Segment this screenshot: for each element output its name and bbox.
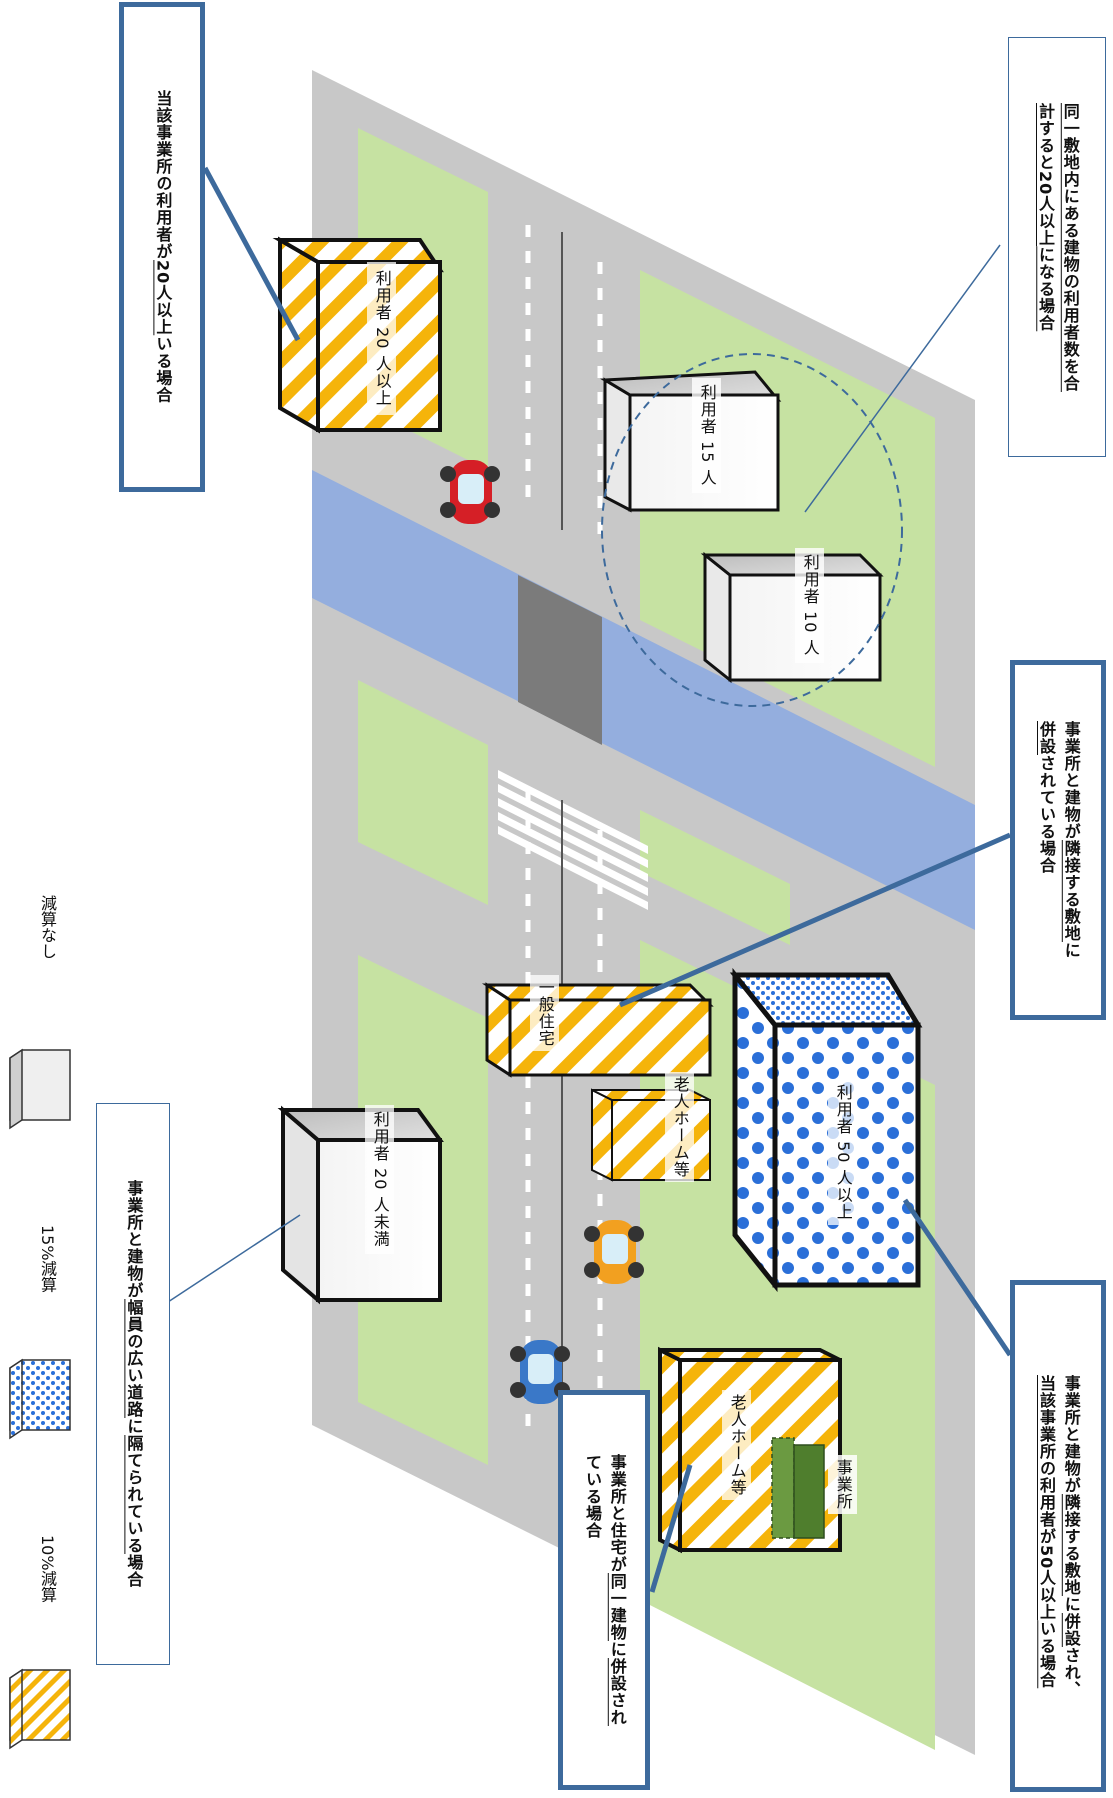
building-general-house <box>481 982 714 1078</box>
car-red <box>440 460 500 524</box>
bridge <box>518 575 602 745</box>
legend-label-10: 10%減算 <box>38 1535 57 1603</box>
building-10 <box>700 551 884 684</box>
car-blue <box>510 1340 570 1404</box>
callout-same-building: 事業所と住宅が同一建物に併設され ている場合 <box>558 1390 650 1790</box>
callout-over-20: 当該事業所の利用者が20人以上いる場合 <box>119 2 205 492</box>
office-block <box>771 1437 825 1539</box>
river <box>312 470 975 930</box>
building-50-dotted <box>729 967 923 1293</box>
label-50plus: 利用者 50 人以上 <box>828 1080 857 1225</box>
callout-same-site: 同一敷地内にある建物の利用者数を合 計すると20人以上になる場合 <box>1008 37 1106 457</box>
car-orange <box>584 1220 644 1284</box>
legend-swatch-dots <box>9 1358 71 1440</box>
label-lt20: 利用者 20 人未満 <box>365 1105 394 1254</box>
label-general-house: 一般住宅 <box>530 975 559 1051</box>
label-rojin-2: 老人ホーム等 <box>722 1390 751 1500</box>
legend-label-none: 減算なし <box>38 895 57 959</box>
label-building-15: 利用者 15 人 <box>692 378 721 493</box>
legend-swatch-stripe <box>9 1668 71 1750</box>
building-lt20 <box>277 1105 444 1305</box>
callout-adjacent: 事業所と建物が隣接する敷地に 併設されている場合 <box>1010 660 1106 1020</box>
label-office: 事業所 <box>828 1455 857 1514</box>
callout-adjacent-50: 事業所と建物が隣接する敷地に併設され、 当該事業所の利用者が50人以上いる場合 <box>1010 1280 1106 1792</box>
label-rojin-1: 老人ホーム等 <box>665 1072 694 1182</box>
callout-wide-road: 事業所と建物が幅員の広い道路に隔てられている場合 <box>96 1103 170 1665</box>
callout-lines <box>167 166 1013 1593</box>
same-site-circle <box>601 353 903 707</box>
building-top-striped <box>272 236 444 434</box>
legend-label-15: 15%減算 <box>38 1225 57 1293</box>
legend-swatch-plain <box>9 1048 71 1130</box>
label-building-10: 利用者 10 人 <box>795 548 824 663</box>
label-building-top: 利用者 20 人以上 <box>367 262 396 415</box>
crosswalk <box>498 770 648 910</box>
